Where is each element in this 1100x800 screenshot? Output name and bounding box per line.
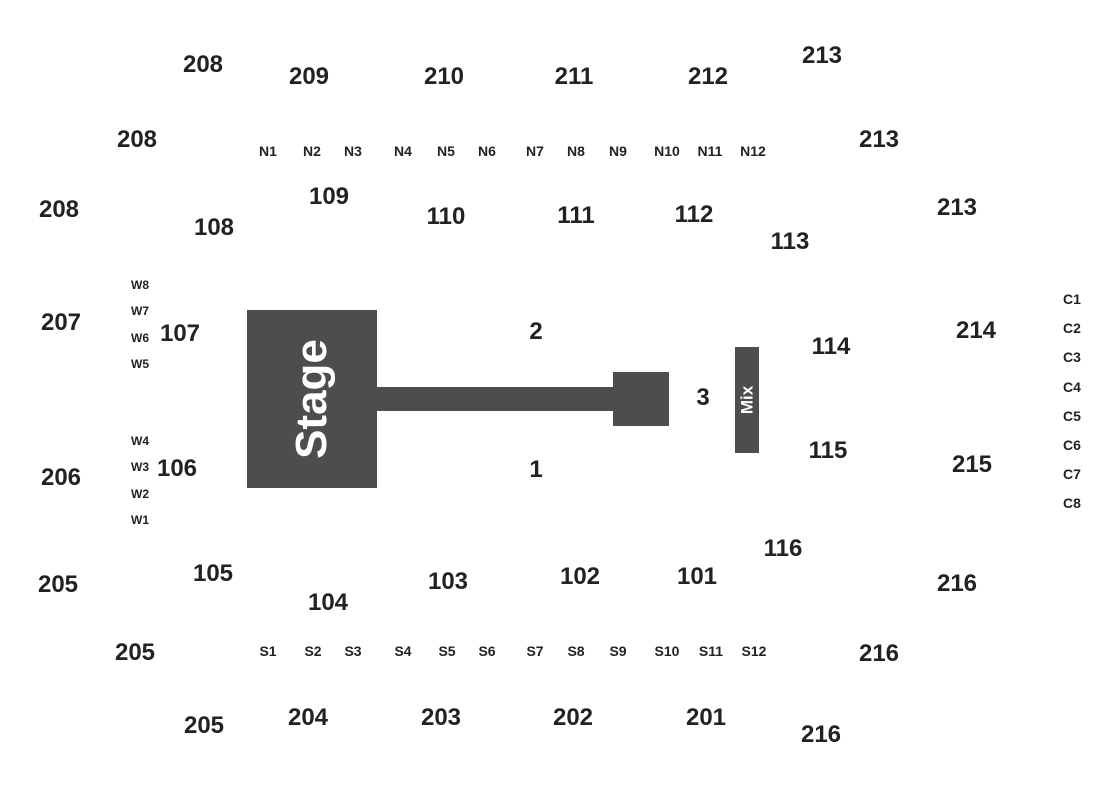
box-s5[interactable]: S5	[438, 643, 456, 659]
section-208[interactable]: 208	[116, 126, 158, 153]
section-214[interactable]: 214	[955, 317, 997, 344]
box-s6[interactable]: S6	[478, 643, 496, 659]
section-213[interactable]: 213	[936, 194, 978, 221]
box-s9[interactable]: S9	[609, 643, 627, 659]
section-103[interactable]: 103	[427, 568, 469, 595]
section-205[interactable]: 205	[114, 639, 156, 666]
box-c1[interactable]: C1	[1063, 291, 1081, 307]
box-n10[interactable]: N10	[654, 143, 680, 159]
box-n11[interactable]: N11	[697, 143, 723, 159]
box-n5[interactable]: N5	[437, 143, 455, 159]
stage-runway	[377, 387, 614, 411]
box-s10[interactable]: S10	[654, 643, 680, 659]
section-215[interactable]: 215	[951, 451, 993, 478]
box-s12[interactable]: S12	[741, 643, 767, 659]
section-205[interactable]: 205	[183, 712, 225, 739]
box-w1[interactable]: W1	[131, 513, 149, 527]
box-w4[interactable]: W4	[131, 434, 149, 448]
section-108[interactable]: 108	[193, 214, 235, 241]
box-w7[interactable]: W7	[131, 304, 149, 318]
box-c2[interactable]: C2	[1063, 320, 1081, 336]
section-212[interactable]: 212	[687, 63, 729, 90]
section-209[interactable]: 209	[288, 63, 330, 90]
box-n12[interactable]: N12	[740, 143, 766, 159]
section-216[interactable]: 216	[858, 640, 900, 667]
box-n3[interactable]: N3	[344, 143, 362, 159]
stage[interactable]	[247, 310, 377, 488]
box-w2[interactable]: W2	[131, 487, 149, 501]
box-n8[interactable]: N8	[567, 143, 585, 159]
box-c4[interactable]: C4	[1063, 379, 1081, 395]
box-c5[interactable]: C5	[1063, 408, 1081, 424]
box-n9[interactable]: N9	[609, 143, 627, 159]
section-204[interactable]: 204	[287, 704, 329, 731]
mix-label: Mix	[737, 385, 757, 415]
section-216[interactable]: 216	[936, 570, 978, 597]
section-211[interactable]: 211	[554, 63, 594, 90]
section-104[interactable]: 104	[307, 589, 349, 616]
section-111[interactable]: 111	[557, 202, 595, 229]
section-213[interactable]: 213	[858, 126, 900, 153]
section-206[interactable]: 206	[40, 464, 82, 491]
floor-section-1[interactable]: 1	[529, 456, 543, 483]
stage-label: Stage	[287, 339, 336, 459]
box-c7[interactable]: C7	[1063, 466, 1081, 482]
section-112[interactable]: 112	[674, 201, 714, 228]
section-201[interactable]: 201	[685, 704, 727, 731]
box-n4[interactable]: N4	[394, 143, 412, 159]
box-w3[interactable]: W3	[131, 460, 149, 474]
box-w6[interactable]: W6	[131, 331, 149, 345]
box-c3[interactable]: C3	[1063, 349, 1081, 365]
section-110[interactable]: 110	[426, 203, 466, 230]
section-106[interactable]: 106	[156, 455, 198, 482]
box-n7[interactable]: N7	[526, 143, 544, 159]
section-202[interactable]: 202	[552, 704, 594, 731]
box-s1[interactable]: S1	[259, 643, 277, 659]
b-stage-platform[interactable]	[613, 372, 669, 426]
section-116[interactable]: 116	[763, 535, 803, 562]
box-w5[interactable]: W5	[131, 357, 149, 371]
box-c6[interactable]: C6	[1063, 437, 1081, 453]
box-s4[interactable]: S4	[394, 643, 412, 659]
section-210[interactable]: 210	[423, 63, 465, 90]
section-101[interactable]: 101	[676, 563, 718, 590]
floor-section-2[interactable]: 2	[529, 318, 543, 345]
section-213[interactable]: 213	[801, 42, 843, 69]
box-s2[interactable]: S2	[304, 643, 322, 659]
box-s7[interactable]: S7	[526, 643, 544, 659]
section-205[interactable]: 205	[37, 571, 79, 598]
box-s8[interactable]: S8	[567, 643, 585, 659]
section-113[interactable]: 113	[770, 228, 810, 255]
box-n2[interactable]: N2	[303, 143, 321, 159]
section-207[interactable]: 207	[40, 309, 82, 336]
section-208[interactable]: 208	[182, 51, 224, 78]
box-n1[interactable]: N1	[259, 143, 277, 159]
floor-section-3[interactable]: 3	[696, 384, 710, 411]
box-s11[interactable]: S11	[698, 643, 724, 659]
box-s3[interactable]: S3	[344, 643, 362, 659]
section-115[interactable]: 115	[808, 437, 848, 464]
box-n6[interactable]: N6	[478, 143, 496, 159]
section-105[interactable]: 105	[192, 560, 234, 587]
section-109[interactable]: 109	[308, 183, 350, 210]
section-216[interactable]: 216	[800, 721, 842, 748]
section-114[interactable]: 114	[811, 333, 851, 360]
box-c8[interactable]: C8	[1063, 495, 1081, 511]
section-102[interactable]: 102	[559, 563, 601, 590]
box-w8[interactable]: W8	[131, 278, 149, 292]
section-107[interactable]: 107	[159, 320, 201, 347]
section-203[interactable]: 203	[420, 704, 462, 731]
mix-position	[735, 347, 759, 453]
section-208[interactable]: 208	[38, 196, 80, 223]
